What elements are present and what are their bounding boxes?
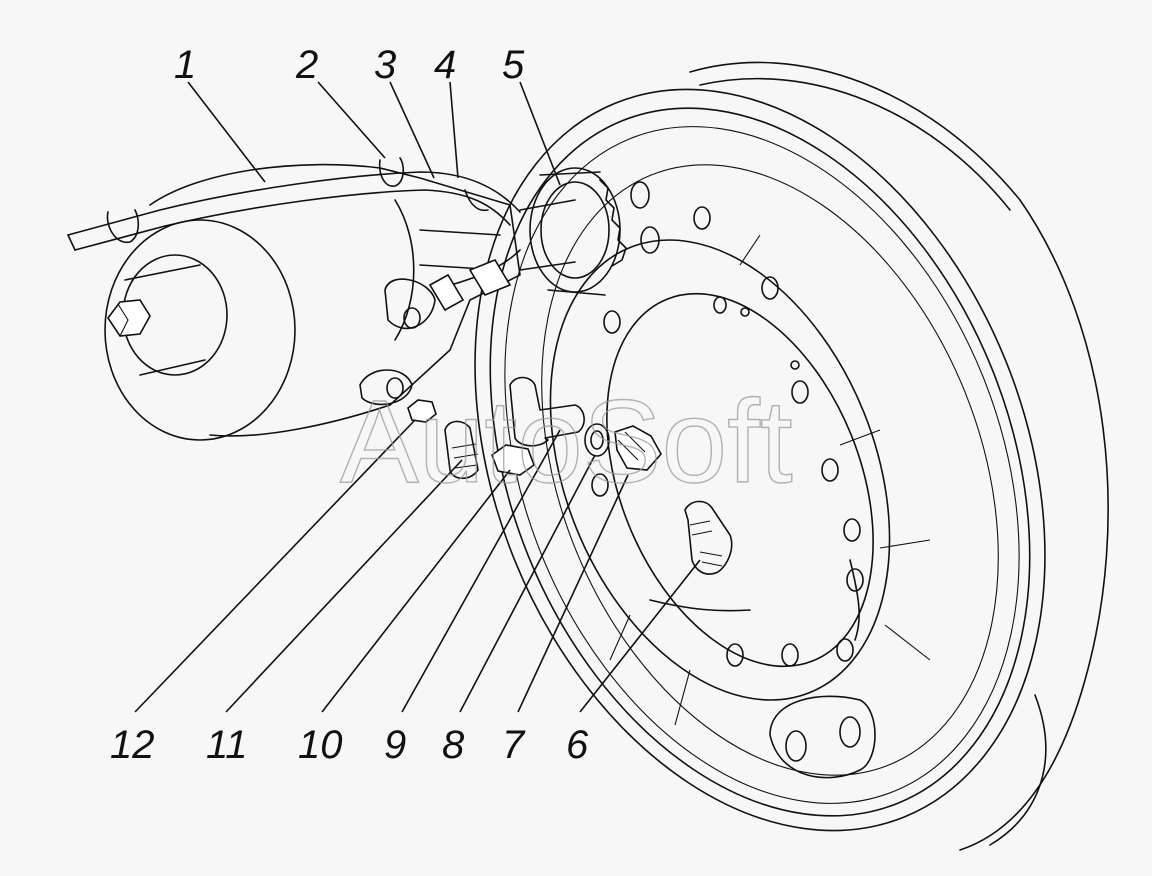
brake-cylinder	[104, 163, 521, 441]
bolt-holes	[591, 181, 864, 667]
hub-nut	[519, 167, 627, 296]
callout-8: 8	[442, 723, 465, 767]
wheel-disc	[549, 181, 891, 779]
leader-lines	[134, 81, 701, 713]
wheel-rim	[474, 61, 1109, 851]
watermark-text: AutoSoft	[340, 376, 793, 508]
callout-12: 12	[110, 723, 155, 767]
callouts-bottom: 12 11 10 9 8 7 6	[110, 723, 589, 767]
callout-2: 2	[295, 43, 318, 87]
fittings	[407, 376, 733, 575]
callout-9: 9	[384, 723, 406, 767]
callout-1: 1	[174, 43, 196, 87]
callout-11: 11	[206, 723, 248, 767]
air-hose	[67, 157, 521, 312]
callout-5: 5	[502, 43, 525, 87]
callout-7: 7	[502, 723, 526, 767]
callout-3: 3	[374, 43, 396, 87]
callout-6: 6	[566, 723, 589, 767]
callout-10: 10	[298, 723, 343, 767]
callouts-top: 1 2 3 4 5	[174, 43, 525, 87]
callout-4: 4	[434, 43, 456, 87]
